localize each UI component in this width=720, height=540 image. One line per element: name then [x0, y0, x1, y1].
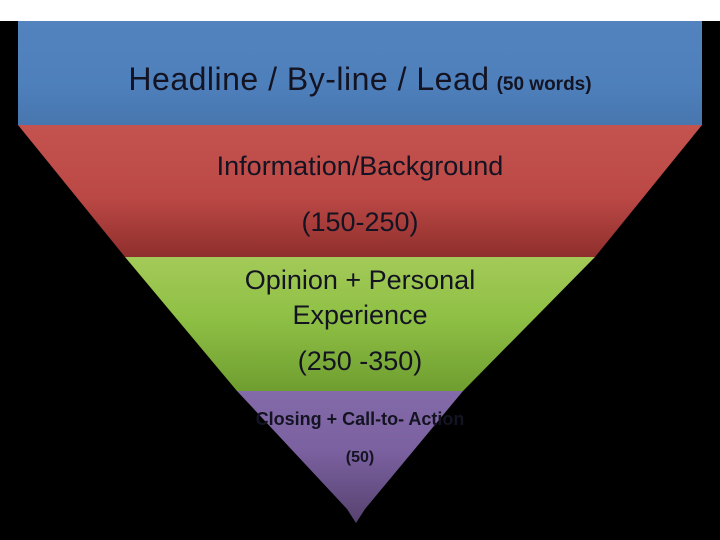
headline-level-text: Headline / By-line / Lead (50 words)	[18, 21, 702, 125]
information-label: Information/Background	[216, 151, 504, 181]
opinion-label-line1: Opinion + Personal	[244, 265, 476, 295]
slide-top-strip	[0, 0, 720, 21]
closing-word-count: (50)	[345, 449, 375, 466]
opinion-level-text: Opinion + Personal Experience (250 -350)	[0, 257, 720, 379]
information-level-text: Information/Background (150-250)	[0, 125, 720, 240]
headline-word-count: (50 words)	[496, 74, 592, 95]
opinion-label-line2: Experience	[292, 300, 428, 330]
funnel-level-information-shape	[18, 125, 702, 257]
closing-level-text: Closing + Call-to- Action (50)	[0, 391, 720, 469]
opinion-word-count: (250 -350)	[297, 346, 423, 376]
headline-title: Headline / By-line / Lead	[128, 61, 490, 97]
information-word-count: (150-250)	[301, 207, 419, 237]
funnel-level-headline-shape	[18, 21, 702, 125]
closing-label: Closing + Call-to- Action	[255, 409, 465, 429]
